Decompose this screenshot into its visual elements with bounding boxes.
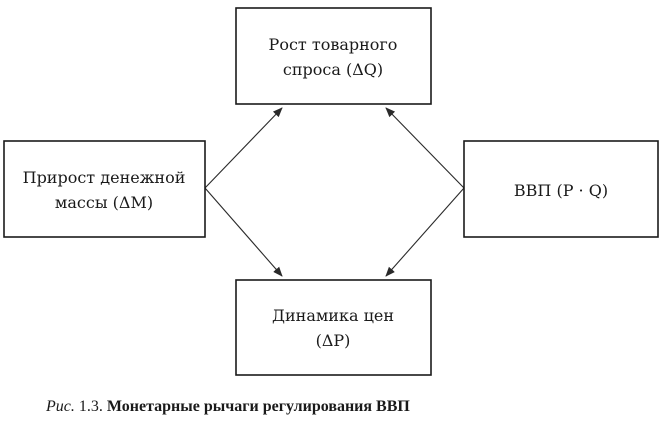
node-price-dynamics-line-1: Динамика цен bbox=[272, 306, 394, 325]
edge-money-to-prices bbox=[204, 187, 283, 277]
edge-gdp-to-demand bbox=[385, 107, 465, 189]
node-money-supply-line-1: Прирост денежной bbox=[23, 168, 186, 187]
figure-caption: Рис. 1.3. Монетарные рычаги регулировани… bbox=[46, 398, 410, 416]
node-demand-growth-box bbox=[235, 7, 432, 105]
caption-title: Монетарные рычаги регулирования ВВП bbox=[106, 398, 410, 415]
edges bbox=[204, 107, 465, 277]
node-gdp: ВВП (P · Q) bbox=[463, 140, 659, 238]
node-price-dynamics-box bbox=[235, 279, 432, 376]
node-price-dynamics: Динамика цен (ΔP) bbox=[235, 279, 432, 376]
edge-money-to-demand bbox=[204, 107, 283, 189]
node-demand-growth: Рост товарного спроса (ΔQ) bbox=[235, 7, 432, 105]
node-gdp-line-1: ВВП (P · Q) bbox=[514, 181, 608, 200]
edge-gdp-to-prices bbox=[385, 187, 465, 277]
node-demand-growth-line-2: спроса (ΔQ) bbox=[283, 60, 383, 79]
node-money-supply: Прирост денежной массы (ΔM) bbox=[3, 140, 206, 238]
node-gdp-box bbox=[463, 140, 659, 238]
caption-label: Рис. bbox=[46, 398, 75, 415]
node-demand-growth-line-1: Рост товарного bbox=[269, 35, 398, 54]
caption-number: 1.3. bbox=[78, 398, 103, 415]
node-money-supply-box bbox=[3, 140, 206, 238]
node-money-supply-line-2: массы (ΔM) bbox=[55, 193, 153, 212]
node-price-dynamics-line-2: (ΔP) bbox=[316, 331, 351, 350]
